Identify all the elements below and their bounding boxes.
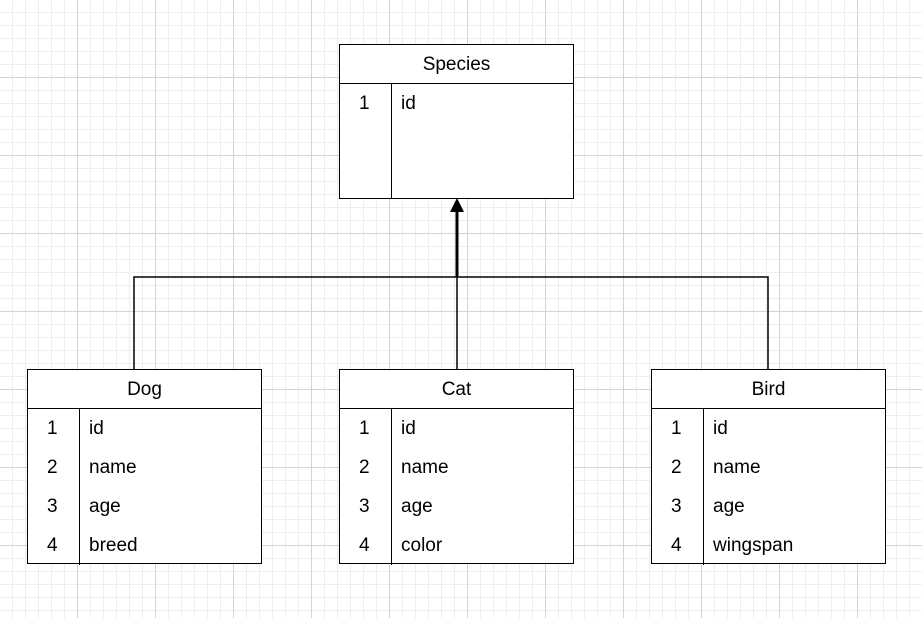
species-entity-rows: 1 id [340, 84, 573, 198]
bird-entity[interactable]: Bird 1 id 2 name 3 age 4 wingspan [651, 369, 886, 565]
cat-entity-rows: 1 id 2 name 3 age 4 color [340, 409, 573, 565]
species-entity-title: Species [340, 45, 573, 84]
cat-row-1[interactable]: 1 id [340, 409, 573, 448]
field-name: breed [89, 535, 138, 556]
row-number: 1 [359, 418, 370, 439]
field-name: name [713, 457, 761, 478]
species-entity[interactable]: Species 1 id [339, 44, 574, 199]
field-name: id [713, 418, 728, 439]
row-number: 1 [47, 418, 58, 439]
field-name: id [401, 418, 416, 439]
row-number: 3 [47, 496, 58, 517]
cat-entity-title: Cat [340, 370, 573, 409]
cat-entity[interactable]: Cat 1 id 2 name 3 age 4 color [339, 369, 574, 565]
bird-row-3[interactable]: 3 age [652, 487, 885, 526]
row-number: 3 [359, 496, 370, 517]
cat-row-4[interactable]: 4 color [340, 526, 573, 565]
row-number: 2 [47, 457, 58, 478]
field-name: age [713, 496, 745, 517]
field-name: name [401, 457, 449, 478]
dog-row-4[interactable]: 4 breed [28, 526, 261, 565]
dog-entity-rows: 1 id 2 name 3 age 4 breed [28, 409, 261, 565]
field-name: id [401, 93, 416, 114]
dog-to-species-connector [133, 205, 458, 370]
species-row-1[interactable]: 1 id [340, 84, 573, 123]
row-number: 3 [671, 496, 682, 517]
dog-entity-title: Dog [28, 370, 261, 409]
bird-row-4[interactable]: 4 wingspan [652, 526, 885, 565]
row-number: 1 [671, 418, 682, 439]
bird-to-species-connector [457, 276, 769, 370]
dog-entity[interactable]: Dog 1 id 2 name 3 age 4 breed [27, 369, 262, 565]
dog-row-3[interactable]: 3 age [28, 487, 261, 526]
field-name: id [89, 418, 104, 439]
arrowhead-icon [450, 198, 464, 212]
bird-entity-title: Bird [652, 370, 885, 409]
row-number: 2 [671, 457, 682, 478]
cat-row-2[interactable]: 2 name [340, 448, 573, 487]
bird-row-2[interactable]: 2 name [652, 448, 885, 487]
bird-entity-rows: 1 id 2 name 3 age 4 wingspan [652, 409, 885, 565]
row-number: 4 [671, 535, 682, 556]
row-number: 2 [359, 457, 370, 478]
field-name: color [401, 535, 443, 556]
field-name: name [89, 457, 137, 478]
field-name: wingspan [713, 535, 794, 556]
cat-row-3[interactable]: 3 age [340, 487, 573, 526]
bird-row-1[interactable]: 1 id [652, 409, 885, 448]
row-number: 4 [359, 535, 370, 556]
field-name: age [401, 496, 433, 517]
row-number: 4 [47, 535, 58, 556]
field-name: age [89, 496, 121, 517]
dog-row-2[interactable]: 2 name [28, 448, 261, 487]
row-number: 1 [359, 93, 370, 114]
dog-row-1[interactable]: 1 id [28, 409, 261, 448]
